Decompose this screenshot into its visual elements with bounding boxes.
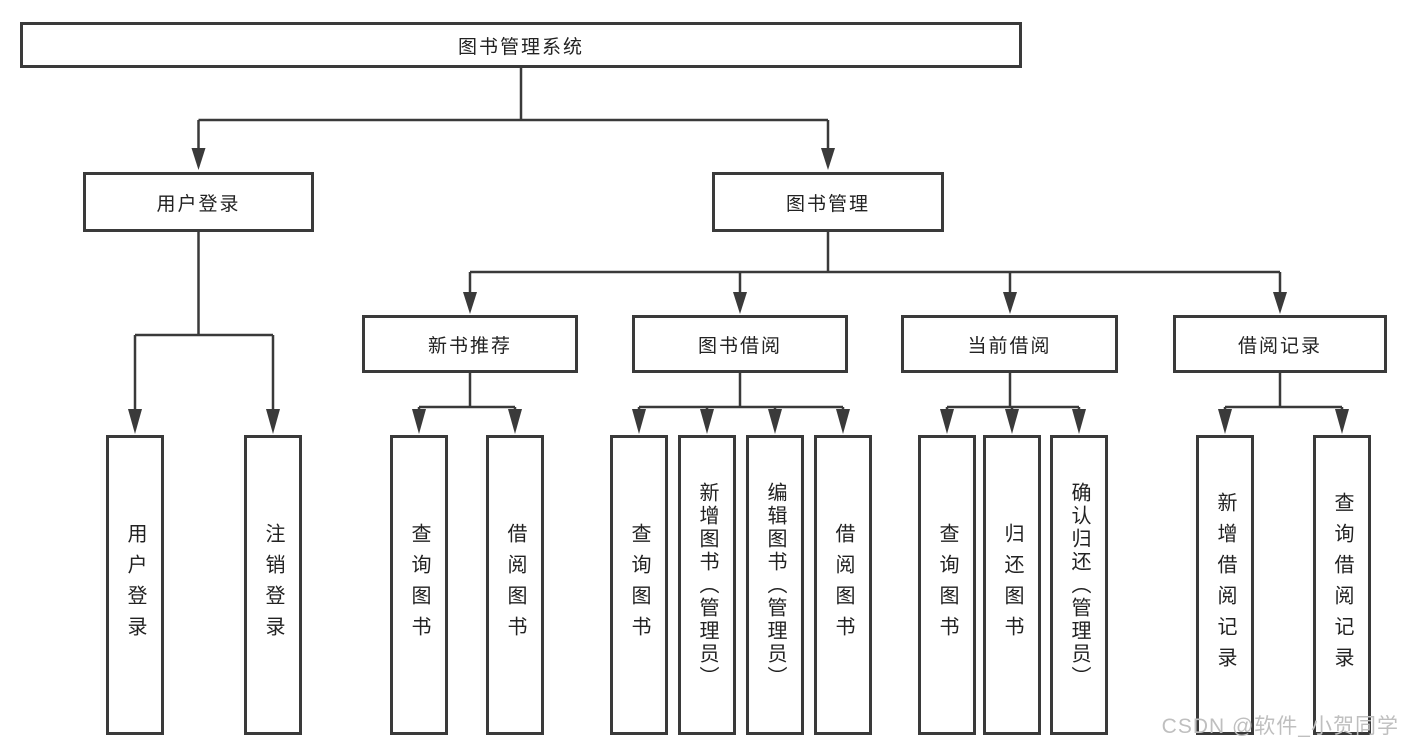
leaf-search-borrow-record: 查询借阅记录 [1313,435,1371,735]
node-book-borrowing-label: 图书借阅 [697,335,782,357]
node-current-borrowing-label: 当前借阅 [967,335,1052,357]
leaf-user-login: 用户登录 [106,435,164,735]
csdn-watermark: CSDN @软件_小贺同学 [1161,715,1399,738]
leaf-return-books: 归还图书 [983,435,1041,735]
leaf-borrow-books-borrowing-label: 借阅图书 [832,523,854,647]
leaf-user-login-label: 用户登录 [124,523,146,647]
node-library-system: 图书管理系统 [20,22,1022,68]
leaf-search-borrow-record-label: 查询借阅记录 [1331,492,1353,678]
leaf-edit-book-admin-label: 编辑图书（管理员） [764,481,786,689]
leaf-add-book-admin: 新增图书（管理员） [678,435,736,735]
leaf-search-books-borrowing-label: 查询图书 [628,523,650,647]
leaf-logout: 注销登录 [244,435,302,735]
node-user-login: 用户登录 [83,172,314,232]
node-borrowing-records: 借阅记录 [1173,315,1387,373]
leaf-borrow-books-borrowing: 借阅图书 [814,435,872,735]
leaf-add-book-admin-label: 新增图书（管理员） [696,481,718,689]
leaf-logout-label: 注销登录 [262,523,284,647]
node-book-management-label: 图书管理 [785,193,870,215]
leaf-confirm-return-admin-label: 确认归还（管理员） [1068,481,1090,689]
leaf-search-books-recommend-label: 查询图书 [408,523,430,647]
leaf-return-books-label: 归还图书 [1001,523,1023,647]
leaf-search-books-current: 查询图书 [918,435,976,735]
leaf-search-books-recommend: 查询图书 [390,435,448,735]
leaf-borrow-books-recommend: 借阅图书 [486,435,544,735]
node-current-borrowing: 当前借阅 [901,315,1118,373]
leaf-search-books-borrowing: 查询图书 [610,435,668,735]
node-book-management: 图书管理 [712,172,944,232]
leaf-borrow-books-recommend-label: 借阅图书 [504,523,526,647]
node-new-book-recommendation: 新书推荐 [362,315,578,373]
leaf-add-borrow-record-label: 新增借阅记录 [1214,492,1236,678]
leaf-edit-book-admin: 编辑图书（管理员） [746,435,804,735]
node-new-book-recommendation-label: 新书推荐 [427,335,512,357]
node-library-system-label: 图书管理系统 [457,36,584,58]
node-book-borrowing: 图书借阅 [632,315,848,373]
leaf-add-borrow-record: 新增借阅记录 [1196,435,1254,735]
leaf-confirm-return-admin: 确认归还（管理员） [1050,435,1108,735]
node-borrowing-records-label: 借阅记录 [1237,335,1322,357]
node-user-login-label: 用户登录 [156,193,241,215]
leaf-search-books-current-label: 查询图书 [936,523,958,647]
